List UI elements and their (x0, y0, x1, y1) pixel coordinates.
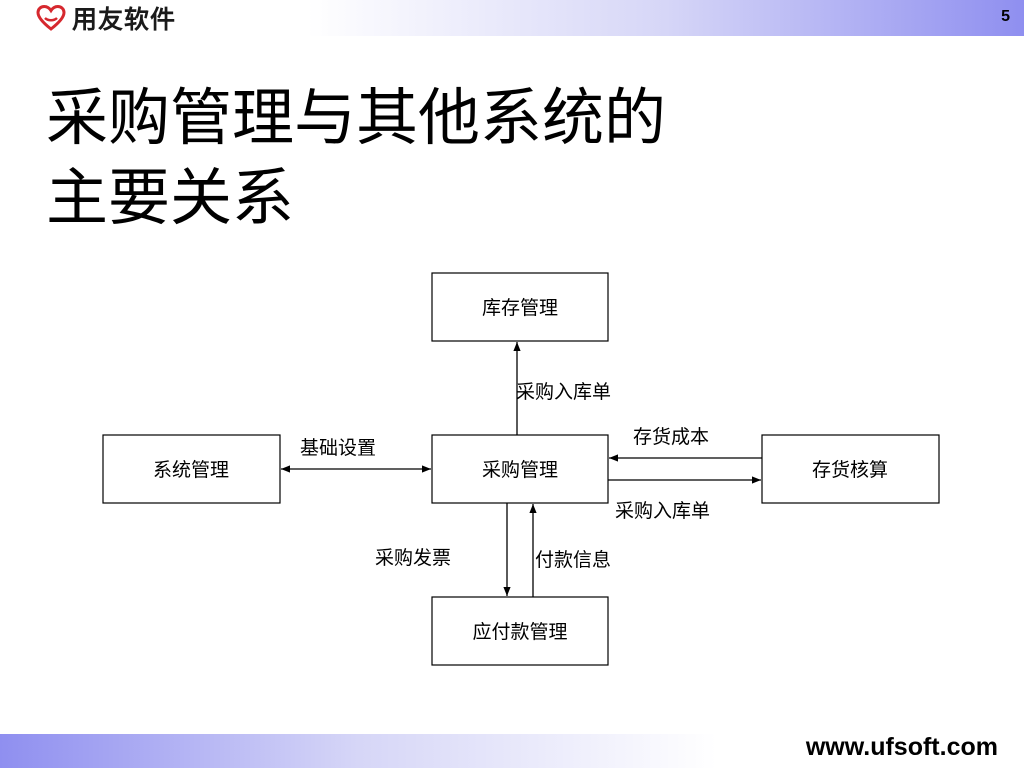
label-purchase-receipt-inventory: 采购入库单 (516, 381, 611, 403)
node-costing-label: 存货核算 (812, 459, 888, 481)
node-purchase-label: 采购管理 (482, 459, 558, 481)
brand-name: 用友软件 (72, 5, 177, 34)
node-payable-label: 应付款管理 (472, 621, 567, 643)
label-payment-info: 付款信息 (535, 549, 611, 571)
footer-url: www.ufsoft.com (805, 733, 998, 761)
page-number: 5 (1001, 8, 1010, 25)
label-purchase-invoice: 采购发票 (375, 547, 451, 569)
node-system-label: 系统管理 (153, 459, 229, 481)
node-payable-box (431, 596, 609, 666)
node-inventory-box (431, 272, 609, 342)
header-bar (0, 0, 1024, 36)
label-purchase-receipt-costing: 采购入库单 (615, 500, 710, 522)
label-basic-settings: 基础设置 (300, 437, 376, 459)
slide-title-line-2: 主要关系 (46, 161, 295, 234)
slide-title: 采购管理与其他系统的 主要关系 (46, 78, 666, 238)
ufida-heart-icon (36, 5, 66, 31)
node-purchase-box (431, 434, 609, 504)
ufida-logo: 用友软件 (36, 4, 176, 34)
node-system-box (102, 434, 281, 504)
footer-bar (0, 734, 1024, 768)
slide-title-line-1: 采购管理与其他系统的 (46, 81, 667, 154)
label-inventory-cost: 存货成本 (633, 426, 709, 448)
node-costing-box (761, 434, 940, 504)
node-inventory-label: 库存管理 (482, 297, 558, 319)
